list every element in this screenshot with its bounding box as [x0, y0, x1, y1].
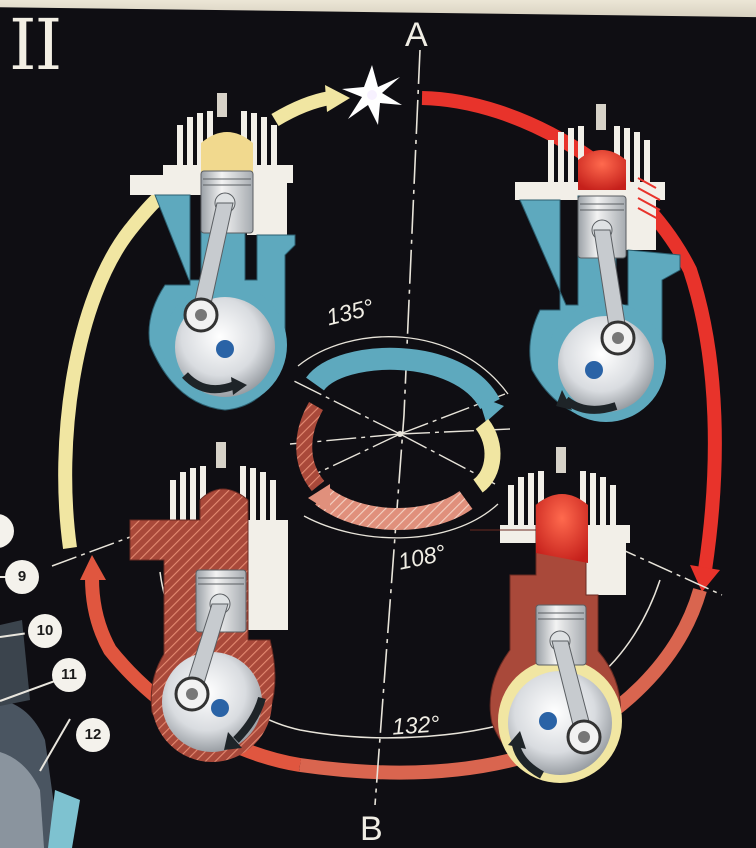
engine-compression	[130, 93, 295, 410]
intake-arc-top	[275, 98, 330, 120]
exhaust-window-arc	[322, 496, 466, 519]
engine-scavenge	[130, 442, 288, 762]
axis-label-top: A	[405, 18, 428, 52]
combustion-chamber	[201, 132, 253, 175]
spark-plug-icon	[217, 93, 227, 117]
dead-centre-axis	[375, 50, 420, 805]
callout-badge-11: 11	[52, 658, 86, 692]
callout-badge-10: 10	[28, 614, 62, 648]
callout-badge-9: 9	[5, 560, 39, 594]
spark-plug-icon	[556, 447, 566, 473]
scavenge-window-arc	[304, 406, 318, 486]
angle-label-intake: 132°	[391, 711, 440, 738]
callout-badge-12: 12	[76, 718, 110, 752]
intake-window-arc	[478, 424, 493, 486]
exhaust-arrowhead	[80, 555, 106, 580]
axis-label-bottom: B	[360, 812, 383, 846]
spark-plug-icon	[216, 442, 226, 468]
engine-exhaust	[470, 447, 630, 783]
timing-diagram	[290, 337, 510, 538]
spark-plug-icon	[596, 104, 606, 130]
spark-star-icon	[342, 65, 402, 125]
intake-arc	[65, 185, 175, 548]
engine-power	[515, 104, 680, 422]
plate-numeral: II	[9, 10, 60, 80]
transfer-window-arc	[315, 359, 490, 404]
adjacent-figure-fragment	[0, 620, 80, 848]
